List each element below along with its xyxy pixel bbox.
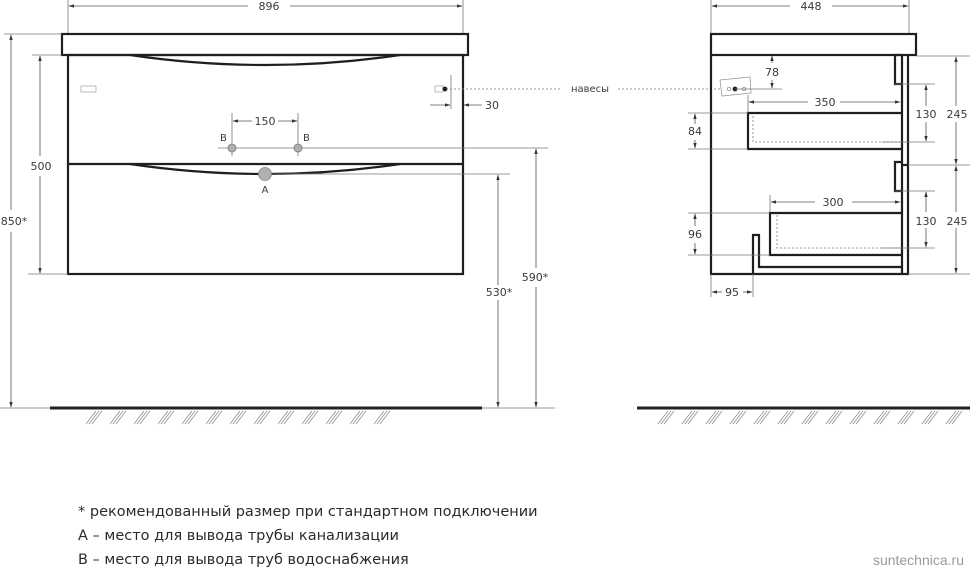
upper-drawer-height-dim: 84 [688, 125, 702, 138]
lower-section-dim: 245 [947, 215, 968, 228]
left-hanger-icon [80, 85, 97, 93]
total-height-dim: 850* [1, 215, 28, 228]
note-b-water: В – место для вывода труб водоснабжения [78, 552, 409, 568]
body-height-dim: 500 [31, 160, 52, 173]
back-offset-dim: 95 [725, 286, 739, 299]
drain-height-dim: 530* [486, 286, 513, 299]
hanger-offset-dim: 30 [485, 99, 499, 112]
note-a-drain: А – место для вывода трубы канализации [78, 528, 399, 544]
watermark: suntechnica.ru [872, 552, 964, 568]
a-label: A [262, 185, 269, 196]
water-pipe-left-icon [227, 143, 237, 153]
lower-drawer-depth-dim: 300 [823, 196, 844, 209]
right-hanger-icon [434, 85, 444, 93]
hanger-drop-dim: 78 [765, 66, 779, 79]
hangers-label: навесы [571, 84, 609, 95]
front-countertop [60, 32, 470, 57]
side-hanger-icon [719, 76, 752, 97]
side-view: 448 78 350 84 [637, 0, 970, 425]
front-view: 896 30 150 B B A [0, 0, 555, 425]
legend-notes: * рекомендованный размер при стандартном… [78, 500, 538, 572]
upper-section-dim: 245 [947, 108, 968, 121]
floor-hatching-front [85, 410, 391, 425]
water-height-dim: 590* [522, 271, 549, 284]
water-pipe-right-icon [293, 143, 303, 153]
b-label-left: B [220, 133, 227, 144]
upper-inner-dim: 130 [916, 108, 937, 121]
b-label-right: B [303, 133, 310, 144]
side-countertop [709, 32, 918, 57]
note-recommended: * рекомендованный размер при стандартном… [78, 504, 538, 520]
b-spacing-dim: 150 [255, 115, 276, 128]
side-depth-dim: 448 [801, 0, 822, 13]
lower-inner-dim: 130 [916, 215, 937, 228]
drain-pipe-icon [258, 167, 272, 181]
upper-drawer-depth-dim: 350 [815, 96, 836, 109]
lower-drawer-height-dim: 96 [688, 228, 702, 241]
front-width-dim: 896 [259, 0, 280, 13]
floor-hatching-side [657, 410, 963, 425]
